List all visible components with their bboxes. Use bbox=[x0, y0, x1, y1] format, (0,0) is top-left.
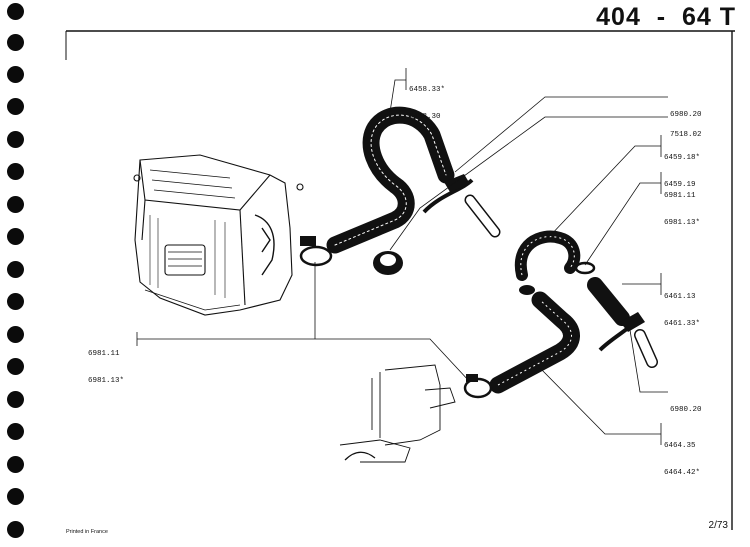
binder-hole bbox=[7, 358, 24, 375]
right-hose-drawing bbox=[514, 230, 658, 368]
binder-hole bbox=[7, 456, 24, 473]
part-number: 6980.20 bbox=[670, 111, 702, 119]
part-number: 6981.11 bbox=[664, 192, 696, 200]
binder-hole bbox=[7, 326, 24, 343]
part-number: 6981.11 bbox=[88, 350, 120, 358]
part-ref-short-hose: 6461.13 6461.33* bbox=[664, 275, 700, 347]
binder-hole bbox=[7, 163, 24, 180]
part-ref-valve-upper: 6980.20 bbox=[670, 93, 702, 138]
page-title: 404 - 64 T bbox=[596, 3, 736, 31]
part-number: 6981.13* bbox=[88, 377, 125, 385]
part-number: 6461.13 bbox=[664, 293, 696, 301]
binder-hole bbox=[7, 293, 24, 310]
body-section-drawing bbox=[339, 364, 456, 463]
part-ref-bend-hose: 6459.18* 6459.19 bbox=[664, 136, 700, 208]
part-number: 6980.20 bbox=[670, 406, 702, 414]
part-ref-lower-hose: 6464.35 6464.42* bbox=[664, 424, 700, 496]
binder-hole bbox=[7, 131, 24, 148]
part-ref-upper-hose: 6458.33* 6458.30 bbox=[409, 68, 445, 140]
printed-in-note: Printed in France bbox=[66, 529, 108, 535]
binder-hole bbox=[7, 391, 24, 408]
binder-hole bbox=[7, 521, 24, 538]
part-ref-clamp-right: 6981.11 6981.13* bbox=[664, 174, 700, 246]
part-number: 6464.35 bbox=[664, 442, 696, 450]
binder-hole bbox=[7, 423, 24, 440]
part-number: 6461.33* bbox=[664, 320, 701, 328]
binder-hole bbox=[7, 261, 24, 278]
part-number: 6458.33* bbox=[409, 86, 446, 94]
leader-lines bbox=[136, 68, 668, 445]
binder-hole bbox=[7, 66, 24, 83]
part-number: 6981.13* bbox=[664, 219, 701, 227]
binder-hole bbox=[7, 196, 24, 213]
binder-hole bbox=[7, 228, 24, 245]
part-number: 6464.42* bbox=[664, 469, 701, 477]
upper-hose-drawing bbox=[299, 106, 501, 275]
part-number: 7518.02 bbox=[670, 131, 702, 139]
part-ref-grommet: 7518.02 bbox=[670, 113, 702, 158]
binder-hole bbox=[7, 488, 24, 505]
page-number: 2/73 bbox=[708, 520, 728, 531]
binder-hole bbox=[7, 98, 24, 115]
binder-hole bbox=[7, 3, 24, 20]
binder-hole bbox=[7, 34, 24, 51]
part-ref-clamp-left: 6981.11 6981.13* bbox=[88, 332, 124, 404]
heater-unit-drawing bbox=[133, 154, 304, 316]
part-number: 6459.19 bbox=[664, 181, 696, 189]
part-number: 6459.18* bbox=[664, 154, 701, 162]
lower-hose-drawing bbox=[463, 291, 580, 399]
part-number: 6458.30 bbox=[409, 113, 441, 121]
part-ref-valve-lower: 6980.20 bbox=[670, 388, 702, 433]
